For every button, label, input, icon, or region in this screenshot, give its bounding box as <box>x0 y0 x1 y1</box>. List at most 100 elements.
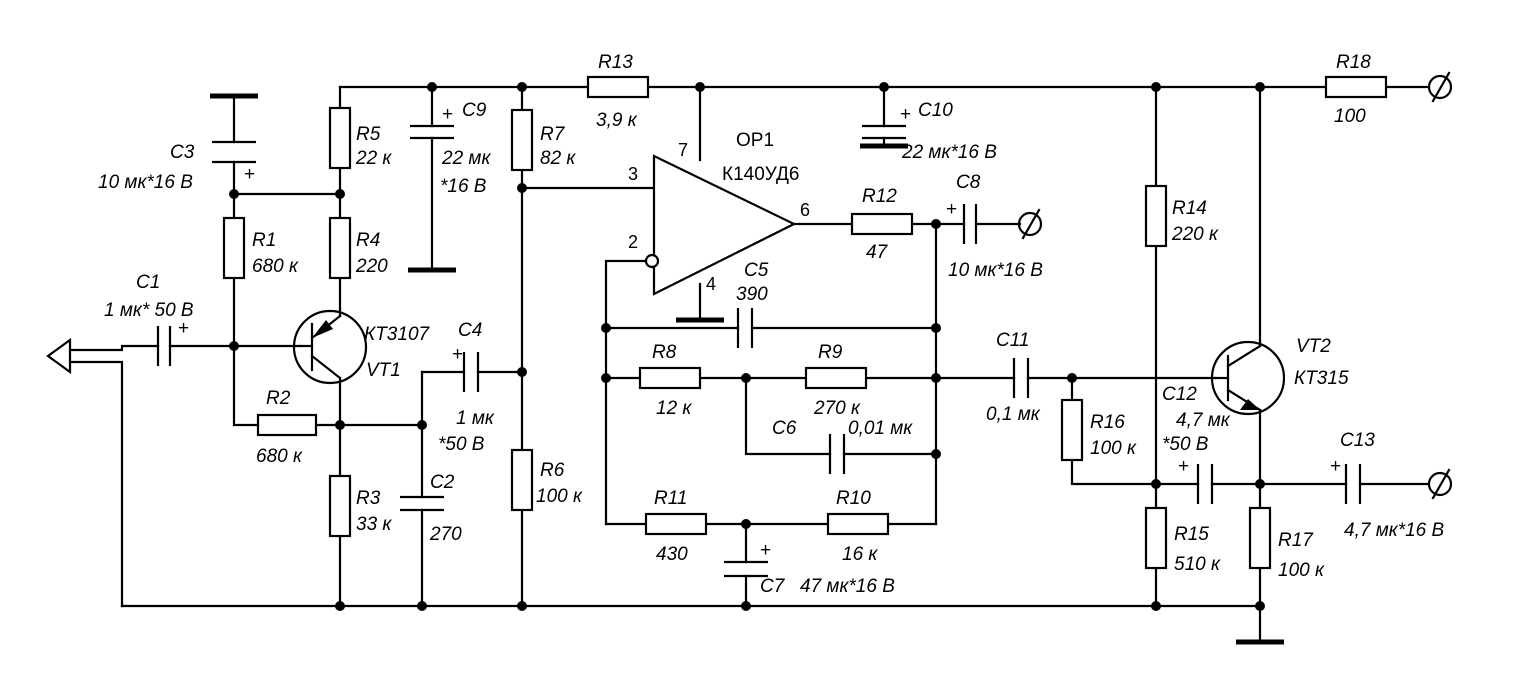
resistor-r11 <box>644 512 708 536</box>
label-r15-ref: R15 <box>1174 524 1209 545</box>
label-r13-value: 3,9 к <box>596 110 638 131</box>
label-vt2-ref: VT2 <box>1296 336 1331 357</box>
label-c7-value: 47 мк*16 В <box>800 576 895 597</box>
svg-text:6: 6 <box>800 200 810 220</box>
capacitor-symbols <box>156 124 1362 578</box>
label-c7-ref: C7 <box>760 576 786 597</box>
input-jack <box>46 337 72 375</box>
capacitor-c4 <box>462 352 480 392</box>
resistor-r18 <box>1324 75 1388 99</box>
label-r4-value: 220 <box>355 256 388 277</box>
label-vt1-part: КТ3107 <box>364 324 431 345</box>
svg-text:+: + <box>442 104 453 125</box>
label-c12-ref: C12 <box>1162 384 1197 405</box>
resistor-r7 <box>510 108 534 172</box>
label-c9-value2: *16 В <box>440 176 487 197</box>
svg-text:+: + <box>1330 456 1341 477</box>
label-r3-value: 33 к <box>356 514 392 535</box>
svg-text:+: + <box>1178 456 1189 477</box>
label-r17-ref: R17 <box>1278 530 1314 551</box>
capacitor-c9 <box>410 124 454 140</box>
label-r2-value: 680 к <box>256 446 303 467</box>
resistor-r4 <box>328 216 352 280</box>
label-c4-value2: *50 В <box>438 434 485 455</box>
svg-text:+: + <box>244 164 255 185</box>
resistor-r1 <box>222 216 246 280</box>
resistor-r9 <box>804 366 868 390</box>
label-r10-value: 16 к <box>842 544 878 565</box>
resistor-r17 <box>1248 506 1272 570</box>
junction-dots <box>229 82 1265 611</box>
label-c4-value1: 1 мк <box>456 408 495 429</box>
polarity-marks: + + + + + + + + + <box>178 104 1341 561</box>
label-c2-ref: C2 <box>430 472 455 493</box>
resistor-r10 <box>826 512 890 536</box>
label-op1-part: К140УД6 <box>722 164 799 185</box>
svg-text:3: 3 <box>628 164 638 184</box>
label-c13-value: 4,7 мк*16 В <box>1344 520 1444 541</box>
label-c2-value: 270 <box>429 524 462 545</box>
ground-symbols <box>210 93 1284 645</box>
wires <box>68 85 1429 642</box>
transistor-vt1 <box>292 309 368 385</box>
capacitor-c12 <box>1196 464 1214 504</box>
label-c4-ref: C4 <box>458 320 482 341</box>
svg-text:+: + <box>760 540 771 561</box>
label-r15-value: 510 к <box>1174 554 1221 575</box>
label-r9-ref: R9 <box>818 342 843 363</box>
label-c12-value1: 4,7 мк <box>1176 410 1231 431</box>
resistor-r5 <box>328 106 352 170</box>
label-c8-ref: C8 <box>956 172 981 193</box>
label-c1-value: 1 мк* 50 В <box>104 300 194 321</box>
label-r16-ref: R16 <box>1090 412 1125 433</box>
label-r11-value: 430 <box>656 544 688 565</box>
svg-text:+: + <box>946 199 957 220</box>
label-r12-ref: R12 <box>862 186 897 207</box>
svg-text:4: 4 <box>706 274 716 294</box>
svg-text:7: 7 <box>678 140 688 160</box>
resistor-r3 <box>328 474 352 538</box>
resistor-r2 <box>256 413 318 437</box>
label-r13-ref: R13 <box>598 52 633 73</box>
label-r12-value: 47 <box>866 242 889 263</box>
label-r8-ref: R8 <box>652 342 677 363</box>
resistor-symbols <box>222 75 1388 570</box>
label-r2-ref: R2 <box>266 388 291 409</box>
label-c5-value: 390 <box>736 284 768 305</box>
label-r8-value: 12 к <box>656 398 692 419</box>
label-r18-ref: R18 <box>1336 52 1371 73</box>
label-c13-ref: C13 <box>1340 430 1375 451</box>
label-c6-value: 0,01 мк <box>848 418 913 439</box>
label-c6-ref: C6 <box>772 418 797 439</box>
label-r14-ref: R14 <box>1172 198 1207 219</box>
output-terminal-c8 <box>1017 208 1043 240</box>
label-r6-ref: R6 <box>540 460 565 481</box>
label-op1-ref: OP1 <box>736 130 774 151</box>
label-r5-value: 22 к <box>355 148 392 169</box>
capacitor-c3 <box>212 140 256 164</box>
capacitor-c11 <box>1012 358 1030 398</box>
label-r14-value: 220 к <box>1171 224 1219 245</box>
output-terminal-c13 <box>1427 468 1453 500</box>
opamp-op1 <box>644 154 797 296</box>
label-c3-value: 10 мк*16 В <box>98 172 193 193</box>
opamp-pin-numbers: 3 2 7 4 6 <box>628 140 810 294</box>
label-r5-ref: R5 <box>356 124 381 145</box>
label-c9-value1: 22 мк <box>441 148 491 169</box>
capacitor-c13 <box>1344 464 1362 504</box>
label-r10-ref: R10 <box>836 488 871 509</box>
label-r3-ref: R3 <box>356 488 381 509</box>
label-c1-ref: C1 <box>136 272 160 293</box>
capacitor-c10 <box>862 124 906 140</box>
label-r1-ref: R1 <box>252 230 276 251</box>
label-c10-value: 22 мк*16 В <box>901 142 997 163</box>
capacitor-c8 <box>962 204 978 244</box>
label-r18-value: 100 <box>1334 106 1366 127</box>
label-r9-value: 270 к <box>813 398 861 419</box>
label-r1-value: 680 к <box>252 256 299 277</box>
output-terminal-r18 <box>1427 71 1453 103</box>
label-c8-value: 10 мк*16 В <box>948 260 1043 281</box>
svg-text:+: + <box>178 318 189 339</box>
label-vt2-part: КТ315 <box>1294 368 1349 389</box>
label-r6-value: 100 к <box>536 486 583 507</box>
